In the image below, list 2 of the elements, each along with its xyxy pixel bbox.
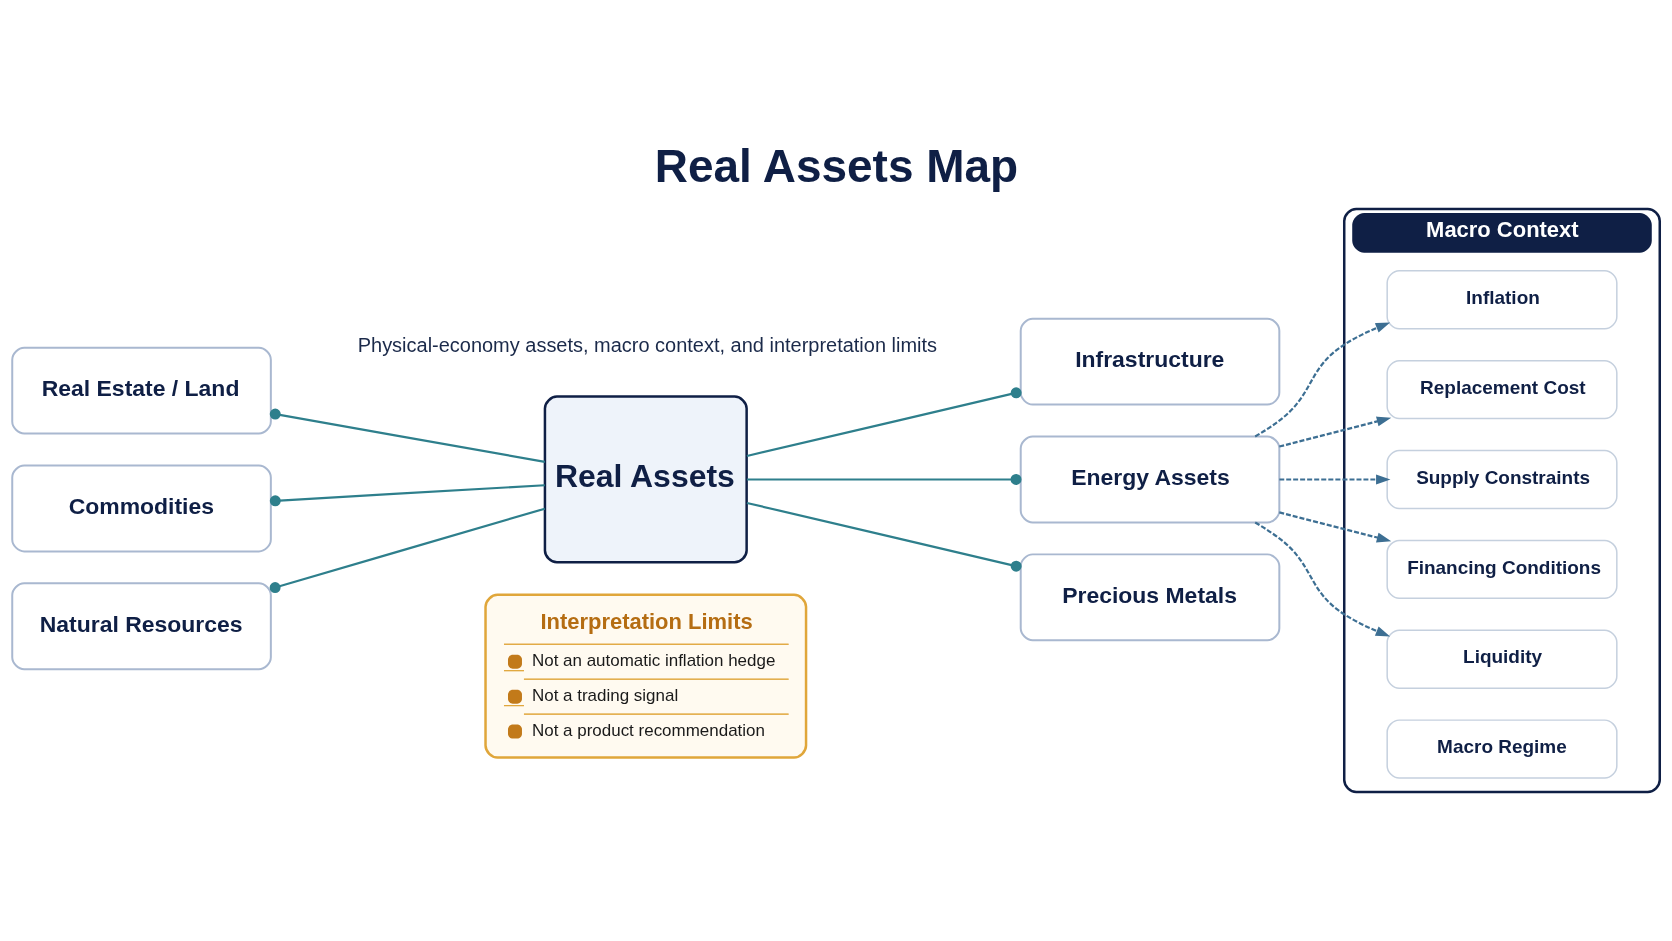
diagram-title: Real Assets Map [654, 139, 1019, 192]
label: Physical-economy assets, macro context, and interpretation limits [357, 333, 938, 356]
